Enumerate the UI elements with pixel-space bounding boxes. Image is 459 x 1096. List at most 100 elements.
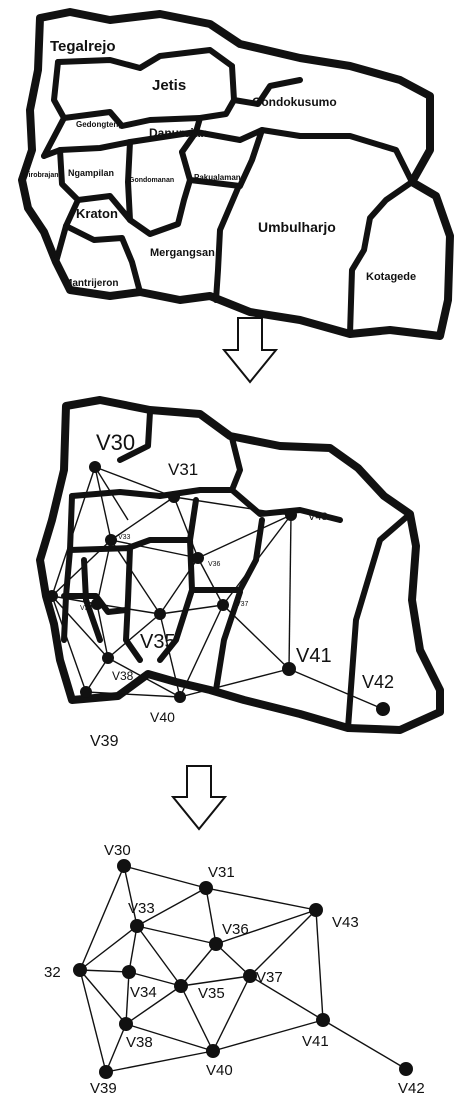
overlay-label: V35 xyxy=(140,631,176,653)
district-border xyxy=(63,223,143,295)
district-border xyxy=(193,97,415,185)
overlay-border xyxy=(213,589,243,693)
graph-node-v42 xyxy=(399,1062,413,1076)
overlay-nodes xyxy=(46,461,390,716)
node-v42 xyxy=(376,702,390,716)
down-arrow-icon xyxy=(221,317,279,384)
graph-label: V43 xyxy=(332,914,359,931)
graph-edges xyxy=(79,865,407,1073)
district-border xyxy=(41,147,81,265)
district-label: Danurejan xyxy=(149,126,208,140)
district-border xyxy=(347,179,415,337)
graph-node-v39 xyxy=(99,1065,113,1079)
district-border xyxy=(127,129,199,145)
graph-label: V31 xyxy=(208,864,235,881)
node-v30 xyxy=(89,461,101,473)
graph-node-v37 xyxy=(243,969,257,983)
overlay-border xyxy=(189,517,265,593)
graph-label: V34 xyxy=(130,984,157,1001)
graph-node-v35 xyxy=(174,979,188,993)
district-map: Tegalrejo Jetis Gondokusumo Gedongtengen… xyxy=(18,8,454,340)
graph-label: V33 xyxy=(128,900,155,917)
overlay-label: V42 xyxy=(362,672,394,692)
overlay-label: V31 xyxy=(168,460,198,479)
overlay-map-outline xyxy=(36,396,444,734)
overlay-label: V37 xyxy=(236,601,249,608)
map-graph-overlay: V30 V31 V43 V33 V36 V34 V37 V35 V38 V41 … xyxy=(36,396,444,750)
district-label: Kotagede xyxy=(366,271,416,283)
node-v32 xyxy=(46,590,58,602)
district-border xyxy=(55,47,235,71)
district-border xyxy=(57,139,193,237)
node-v31 xyxy=(168,491,180,503)
overlay-border xyxy=(229,435,343,523)
overlay-label: V38 xyxy=(112,669,134,683)
graph-nodes xyxy=(73,859,413,1079)
graph-node-v30 xyxy=(117,859,131,873)
district-label: Ngampilan xyxy=(68,168,114,178)
overlay-label: V36 xyxy=(208,561,221,568)
district-label: Kraton xyxy=(76,206,118,221)
graph-label: V39 xyxy=(90,1080,117,1096)
node-v40 xyxy=(174,691,186,703)
graph-label: V38 xyxy=(126,1034,153,1051)
node-v36 xyxy=(192,552,204,564)
graph-node-v38 xyxy=(119,1017,133,1031)
district-border xyxy=(75,193,133,223)
district-border xyxy=(61,109,203,129)
graph-label: V42 xyxy=(398,1080,425,1096)
graph-node-v31 xyxy=(199,881,213,895)
overlay-label: V39 xyxy=(90,733,119,750)
district-label: Gondomanan xyxy=(129,177,174,184)
abstract-graph: V30 V31 V43 V33 V36 32 V34 V35 V37 V38 V… xyxy=(44,842,425,1096)
overlay-label: V43 xyxy=(308,511,328,523)
graph-label: V36 xyxy=(222,921,249,938)
district-label: Wirobrajan xyxy=(22,172,59,179)
overlay-border xyxy=(69,487,235,499)
map-outline xyxy=(18,8,454,340)
node-v37 xyxy=(217,599,229,611)
district-border xyxy=(213,185,241,303)
district-label: Mantrijeron xyxy=(64,278,118,289)
overlay-border xyxy=(117,409,153,463)
overlay-edges xyxy=(51,466,384,710)
overlay-border xyxy=(125,497,199,551)
overlay-border xyxy=(67,545,143,663)
overlay-label: V41 xyxy=(296,645,332,667)
graph-node-v36 xyxy=(209,937,223,951)
district-border xyxy=(229,63,303,107)
down-arrow-icon xyxy=(170,765,228,831)
graph-label: V41 xyxy=(302,1033,329,1050)
overlay-border xyxy=(345,511,413,731)
district-label: Tegalrejo xyxy=(50,38,116,55)
overlay-label: V34 xyxy=(80,605,93,612)
graph-node-v43 xyxy=(309,903,323,917)
overlay-border xyxy=(81,557,103,643)
node-v33 xyxy=(105,534,117,546)
node-v43 xyxy=(285,509,297,521)
district-label: Gedongtengen xyxy=(76,120,133,129)
node-v34 xyxy=(91,598,103,610)
node-v41 xyxy=(282,662,296,676)
overlay-label: V40 xyxy=(150,709,175,725)
district-border xyxy=(187,127,265,189)
overlay-border xyxy=(61,493,75,643)
graph-label: V35 xyxy=(198,985,225,1002)
node-v35 xyxy=(154,608,166,620)
graph-label: V37 xyxy=(256,969,283,986)
graph-node-v41 xyxy=(316,1013,330,1027)
district-label: Jetis xyxy=(152,77,186,94)
graph-label: V40 xyxy=(206,1062,233,1079)
node-v39 xyxy=(80,686,92,698)
district-label: Gondokusumo xyxy=(252,95,337,109)
district-border xyxy=(179,129,199,155)
graph-node-v34 xyxy=(122,965,136,979)
graph-node-v33 xyxy=(130,919,144,933)
graph-node-v32 xyxy=(73,963,87,977)
district-border xyxy=(41,59,67,159)
district-label: Umbulharjo xyxy=(258,219,336,235)
overlay-label: V33 xyxy=(118,534,131,541)
district-label: Pakualaman xyxy=(194,173,241,182)
graph-label: 32 xyxy=(44,964,61,981)
